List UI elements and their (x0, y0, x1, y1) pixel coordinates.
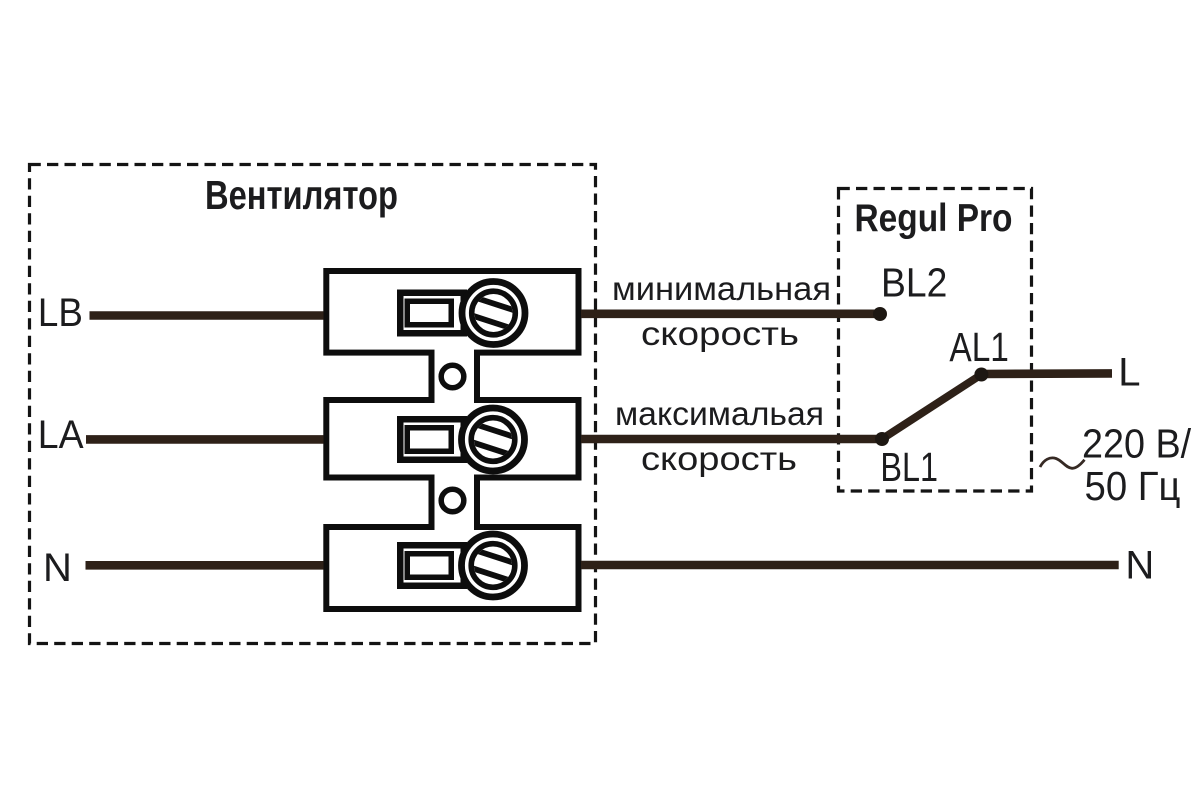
svg-text:LB: LB (38, 291, 83, 335)
svg-text:минимальная: минимальная (612, 270, 831, 307)
svg-text:скорость: скорость (641, 315, 799, 352)
svg-text:максимальая: максимальая (615, 395, 824, 432)
svg-text:N: N (1125, 544, 1154, 588)
svg-text:скорость: скорость (641, 440, 797, 477)
svg-text:LA: LA (38, 413, 84, 457)
svg-text:BL2: BL2 (881, 259, 947, 305)
svg-text:AL1: AL1 (949, 324, 1009, 370)
svg-text:Вентилятор: Вентилятор (205, 172, 398, 218)
svg-text:50 Гц: 50 Гц (1085, 463, 1181, 509)
svg-text:220 В/: 220 В/ (1082, 421, 1192, 467)
svg-text:N: N (43, 546, 72, 590)
svg-text:BL1: BL1 (880, 444, 938, 490)
svg-text:L: L (1118, 350, 1140, 394)
svg-text:Regul Pro: Regul Pro (855, 197, 1013, 240)
